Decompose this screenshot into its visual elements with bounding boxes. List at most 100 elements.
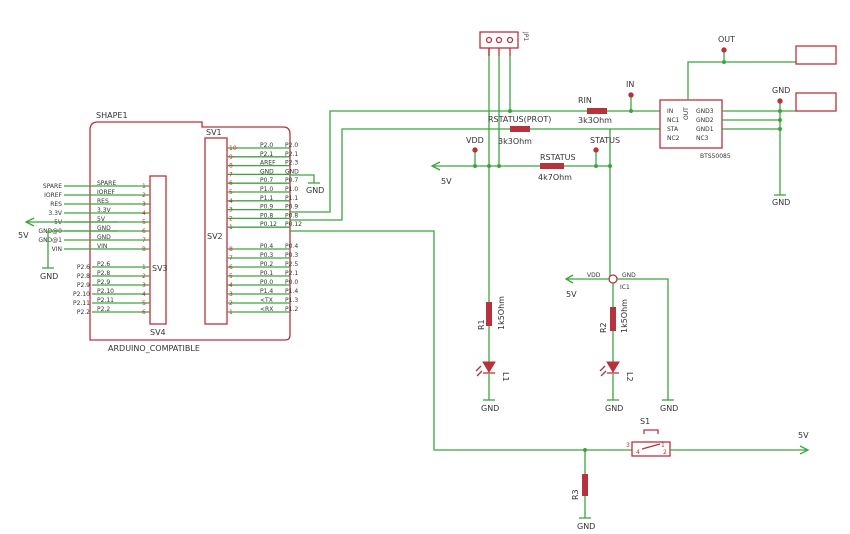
sv4-left-label: GND@1 — [38, 237, 62, 244]
sv1-right-label: P0.9 — [285, 204, 298, 211]
sv1-pin-number: 6 — [229, 180, 233, 187]
sv1-pin-name: P0.8 — [260, 212, 273, 219]
sv3-pin-number: 3 — [142, 282, 146, 289]
sv1-right-label: P0.12 — [285, 221, 302, 228]
junction-jp1-mid — [497, 164, 501, 168]
arrow-5v-middle — [430, 161, 441, 171]
output-terminal-out — [795, 45, 837, 65]
vdd-node — [472, 147, 478, 153]
arduino-board-outline — [89, 121, 291, 341]
sv4-left-label: 3.3V — [48, 210, 63, 217]
gnd-right-node — [777, 98, 783, 104]
sv2-pin-number: 3 — [229, 291, 233, 298]
sv1-pin-number: 8 — [229, 163, 233, 170]
sv3-pin-name: P2.8 — [97, 270, 110, 277]
junction-out — [722, 60, 726, 64]
gnd-right-top-label: GND — [772, 86, 790, 95]
rstatus-resistor — [540, 163, 564, 169]
sv2-pin-name: P0.2 — [260, 261, 273, 268]
l2-label: L2 — [625, 372, 634, 382]
junction-gnd1 — [778, 127, 782, 131]
ic-part-label: BTS50085 — [700, 153, 731, 160]
gnd-right-label: GND — [772, 198, 790, 207]
sv4-left-label: RES — [50, 201, 62, 208]
sv4-pin-number: 2 — [142, 192, 146, 199]
wire-ic-out — [687, 61, 796, 100]
ic1-label: IC1 — [620, 284, 630, 291]
sv3-left-label: P2.6 — [77, 264, 90, 271]
r2-value: 1k5Ohm — [620, 299, 629, 333]
l1-label: L1 — [501, 372, 510, 382]
sv1-pin-number: 7 — [229, 171, 233, 178]
s1-pin3: 3 — [626, 442, 630, 449]
sv3-pin-number: 4 — [142, 291, 146, 298]
ic1-vdd-label: VDD — [587, 272, 601, 279]
sv4-pin-number: 5 — [142, 219, 146, 226]
sv2-right-label: P1.2 — [285, 306, 298, 313]
arrow-5v-ic1 — [564, 274, 574, 284]
led-l1-ray1 — [475, 365, 482, 372]
ic-left-pin-label: STA — [667, 126, 679, 133]
rin-resistor — [587, 108, 607, 114]
rin-label: RIN — [578, 96, 592, 105]
sv4-pin-name: IOREF — [97, 189, 115, 196]
wire-p08-to-rstatus-prot — [290, 128, 510, 221]
sv3-pin-name: P2.6 — [97, 261, 110, 268]
ic1-symbol — [608, 274, 618, 284]
wire-gnd-left — [47, 230, 118, 268]
status-label: STATUS — [590, 136, 620, 145]
sv3-left-label: P2.9 — [77, 282, 90, 289]
s1-switch-body — [631, 441, 671, 457]
sv4-pin-number: 7 — [142, 237, 146, 244]
s1-pin1: 1 — [661, 442, 665, 449]
sv2-pin-name: P1.4 — [260, 288, 273, 295]
led-l1 — [482, 361, 496, 373]
sv3-left-label: P2.10 — [73, 291, 90, 298]
sv1-pin-number: 9 — [229, 154, 233, 161]
gnd-ic1-label: GND — [660, 404, 678, 413]
sv1-right-label: P0.7 — [285, 177, 298, 184]
gnd-r3-label: GND — [577, 522, 595, 531]
sv1-right-label: P1.0 — [285, 186, 298, 193]
sv3-left-label: P2.2 — [77, 309, 90, 316]
sv4-label: SV4 — [150, 328, 166, 337]
sv1-pin-name: P0.12 — [260, 221, 277, 228]
rstatus-prot-label: RSTATUS(PROT) — [488, 115, 551, 124]
r2-resistor — [610, 307, 616, 331]
sv1-right-label: P2.3 — [285, 160, 298, 167]
sv2-pin-name: P0.4 — [260, 243, 273, 250]
output-terminal-gnd — [795, 92, 837, 112]
arduino-compatible-label: ARDUINO_COMPATIBLE — [108, 344, 200, 353]
sv2-right-label: P0.3 — [285, 252, 298, 259]
jp1-pin1 — [485, 36, 493, 44]
sv2-label: SV2 — [207, 232, 223, 241]
sv3-label: SV3 — [152, 264, 168, 273]
5v-middle-label: 5V — [441, 177, 452, 186]
sv2-pin-name: <RX — [260, 306, 273, 313]
sv2-right-label: P0.4 — [285, 243, 298, 250]
junction-gnd3 — [778, 109, 782, 113]
sv1-pin-number: 5 — [229, 189, 233, 196]
junction-status — [594, 164, 598, 168]
sv3-pin-name: P2.11 — [97, 297, 114, 304]
ic-right-pin-label: GND3 — [696, 108, 714, 115]
5v-right-label: 5V — [798, 431, 809, 440]
led-l1-ray2 — [476, 370, 483, 377]
ic-right-pin-label: GND2 — [696, 117, 714, 124]
s1-actuator — [643, 429, 659, 434]
ic-out-label: OUT — [683, 107, 690, 120]
sv3-pin-name: P2.10 — [97, 288, 114, 295]
sv4-pin-name: 3.3V — [97, 207, 112, 214]
sv4-left-label: IOREF — [44, 192, 62, 199]
wire-gnd-sv1 — [290, 174, 315, 183]
sv1-pin-name: P0.7 — [260, 177, 273, 184]
sv2-right-label: P1.3 — [285, 297, 298, 304]
wire-p012-to-s1 — [290, 230, 632, 451]
sv3-pin-name: P2.2 — [97, 306, 110, 313]
sv4-pin-number: 3 — [142, 201, 146, 208]
sv2-pin-name: P0.1 — [260, 270, 273, 277]
